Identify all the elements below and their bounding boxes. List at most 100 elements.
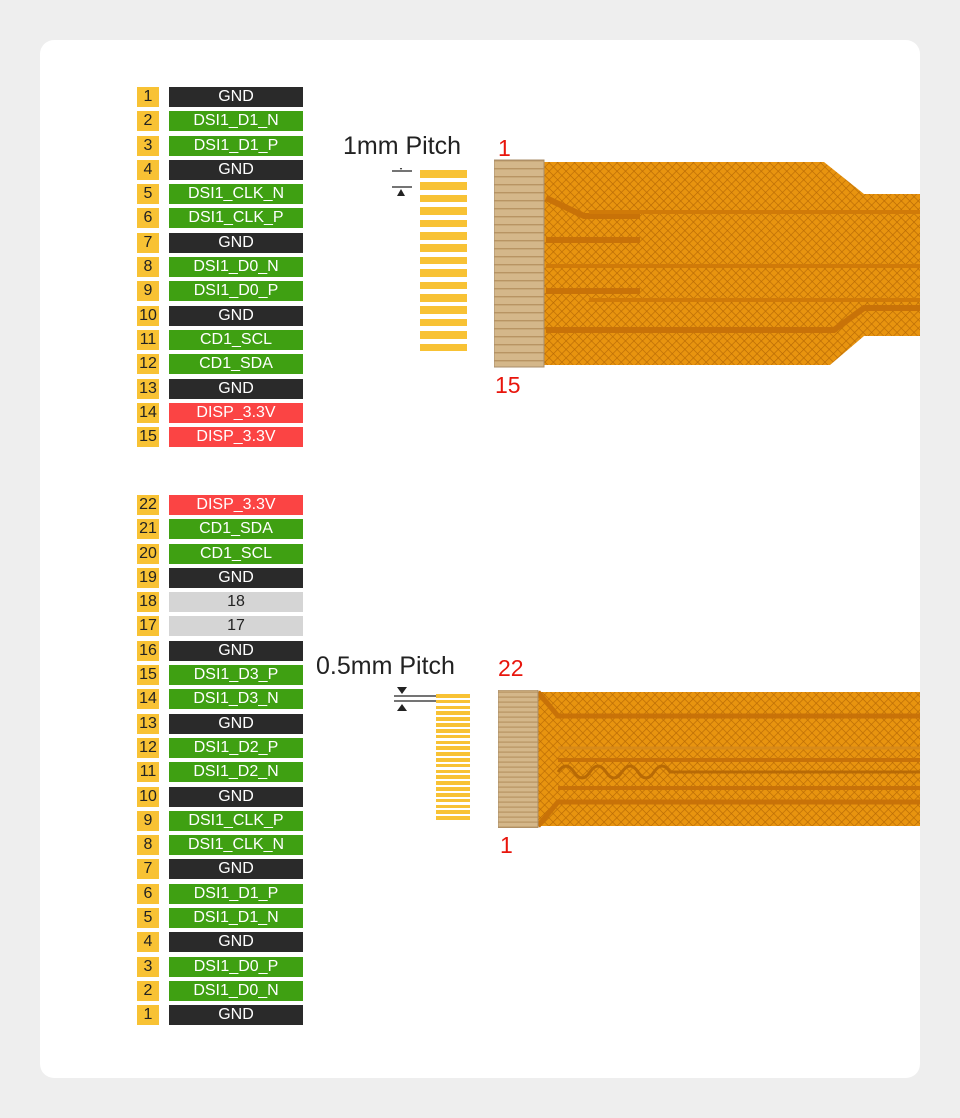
contact-pad: [436, 758, 470, 762]
pin-number: 20: [137, 543, 159, 564]
contact-pad: [436, 798, 470, 803]
contact-pad: [420, 331, 467, 339]
pin-label: DSI1_D1_N: [169, 908, 303, 929]
contact-pad: [436, 734, 470, 739]
contact-pad: [436, 705, 470, 710]
contact-pad: [436, 792, 470, 797]
pin-label: DSI1_D0_P: [169, 956, 303, 977]
pin-number: 21: [137, 519, 159, 540]
contact-pad: [436, 746, 470, 750]
contact-pad: [436, 699, 470, 704]
pin-label: GND: [169, 87, 303, 107]
pin-label: GND: [169, 232, 303, 253]
pin-label: GND: [169, 567, 303, 588]
pin-label: DSI1_D1_P: [169, 883, 303, 904]
cable-end-label-last-22pin: 1: [500, 832, 513, 858]
pin-label: GND: [169, 859, 303, 880]
pitch-dimension-marker-0-5mm: [394, 687, 436, 711]
pin-label: DISP_3.3V: [169, 427, 303, 448]
pin-label: DSI1_D3_P: [169, 665, 303, 686]
pin-label: DSI1_CLK_N: [169, 835, 303, 856]
pin-number: 17: [137, 616, 159, 637]
pin-number: 3: [137, 135, 159, 156]
pin-number: 18: [137, 592, 159, 613]
pin-number: 12: [137, 354, 159, 375]
pin-number: 6: [137, 208, 159, 229]
pin-label: GND: [169, 159, 303, 180]
pin-number: 2: [137, 111, 159, 132]
pin-label: GND: [169, 640, 303, 661]
pin-number: 5: [137, 184, 159, 205]
contact-pad: [436, 781, 470, 785]
pin-number: 9: [137, 810, 159, 831]
pin-number: 7: [137, 232, 159, 253]
pin-number: 14: [137, 402, 159, 423]
pin-label: DISP_3.3V: [169, 495, 303, 515]
pin-number: 1: [137, 87, 159, 107]
pin-label: CD1_SCL: [169, 329, 303, 350]
contact-pad: [420, 294, 467, 302]
contact-pad: [436, 787, 470, 791]
pin-number: 13: [137, 378, 159, 399]
contact-pad: [420, 170, 467, 178]
contact-pad: [420, 244, 467, 253]
pin-label: DSI1_D2_P: [169, 737, 303, 758]
pin-number: 3: [137, 956, 159, 977]
contact-pad: [420, 306, 467, 315]
pin-number: 1: [137, 1005, 159, 1026]
contact-pads-0-5mm: [436, 694, 470, 822]
pin-number: 13: [137, 713, 159, 734]
pin-label: 18: [169, 592, 303, 613]
contact-pad: [436, 816, 470, 820]
cable-end-label-first: 1: [498, 135, 511, 161]
pin-number: 11: [137, 762, 159, 783]
pin-number: 7: [137, 859, 159, 880]
contact-pad: [436, 775, 470, 780]
contact-pad: [436, 810, 470, 814]
pin-label: DSI1_D3_N: [169, 689, 303, 710]
flex-cable-22pin: [498, 690, 920, 828]
pin-number: 15: [137, 665, 159, 686]
cable-end-label-first-22pin: 22: [498, 655, 524, 681]
contact-pad: [420, 232, 467, 240]
pin-label: 17: [169, 616, 303, 637]
contact-pad: [436, 694, 470, 698]
flex-cable-15pin: [494, 159, 920, 368]
pin-label: DSI1_D1_P: [169, 135, 303, 156]
pin-number: 4: [137, 159, 159, 180]
pin-label: GND: [169, 305, 303, 326]
pitch-label-1mm: 1mm Pitch: [343, 132, 462, 160]
pin-number: 6: [137, 883, 159, 904]
pitch-label-0-5mm: 0.5mm Pitch: [316, 652, 455, 680]
contact-pad: [420, 256, 467, 265]
contact-pad: [436, 717, 470, 721]
contact-pad: [420, 281, 467, 290]
contact-pad: [436, 711, 470, 716]
pin-label: DSI1_D1_N: [169, 111, 303, 132]
pin-label: GND: [169, 1005, 303, 1026]
pin-label: DSI1_CLK_P: [169, 208, 303, 229]
contact-pad: [436, 752, 470, 756]
pin-number: 22: [137, 495, 159, 515]
pin-label: CD1_SDA: [169, 519, 303, 540]
pin-number: 8: [137, 257, 159, 278]
contact-pad: [436, 740, 470, 745]
contact-pad: [420, 343, 467, 352]
pin-number: 4: [137, 932, 159, 953]
pin-number: 8: [137, 835, 159, 856]
pin-label: GND: [169, 786, 303, 807]
contact-pad: [436, 769, 470, 774]
pin-number: 14: [137, 689, 159, 710]
pin-label: DSI1_D0_P: [169, 281, 303, 302]
pin-label: DSI1_D0_N: [169, 257, 303, 278]
contact-pad: [420, 219, 467, 228]
contact-pad: [420, 182, 467, 191]
pin-number: 15: [137, 427, 159, 448]
pin-label: DSI1_CLK_N: [169, 184, 303, 205]
pin-label: DSI1_D0_N: [169, 980, 303, 1001]
contact-pad: [436, 763, 470, 768]
pin-label: GND: [169, 713, 303, 734]
pin-label: GND: [169, 932, 303, 953]
pin-label: DISP_3.3V: [169, 402, 303, 423]
